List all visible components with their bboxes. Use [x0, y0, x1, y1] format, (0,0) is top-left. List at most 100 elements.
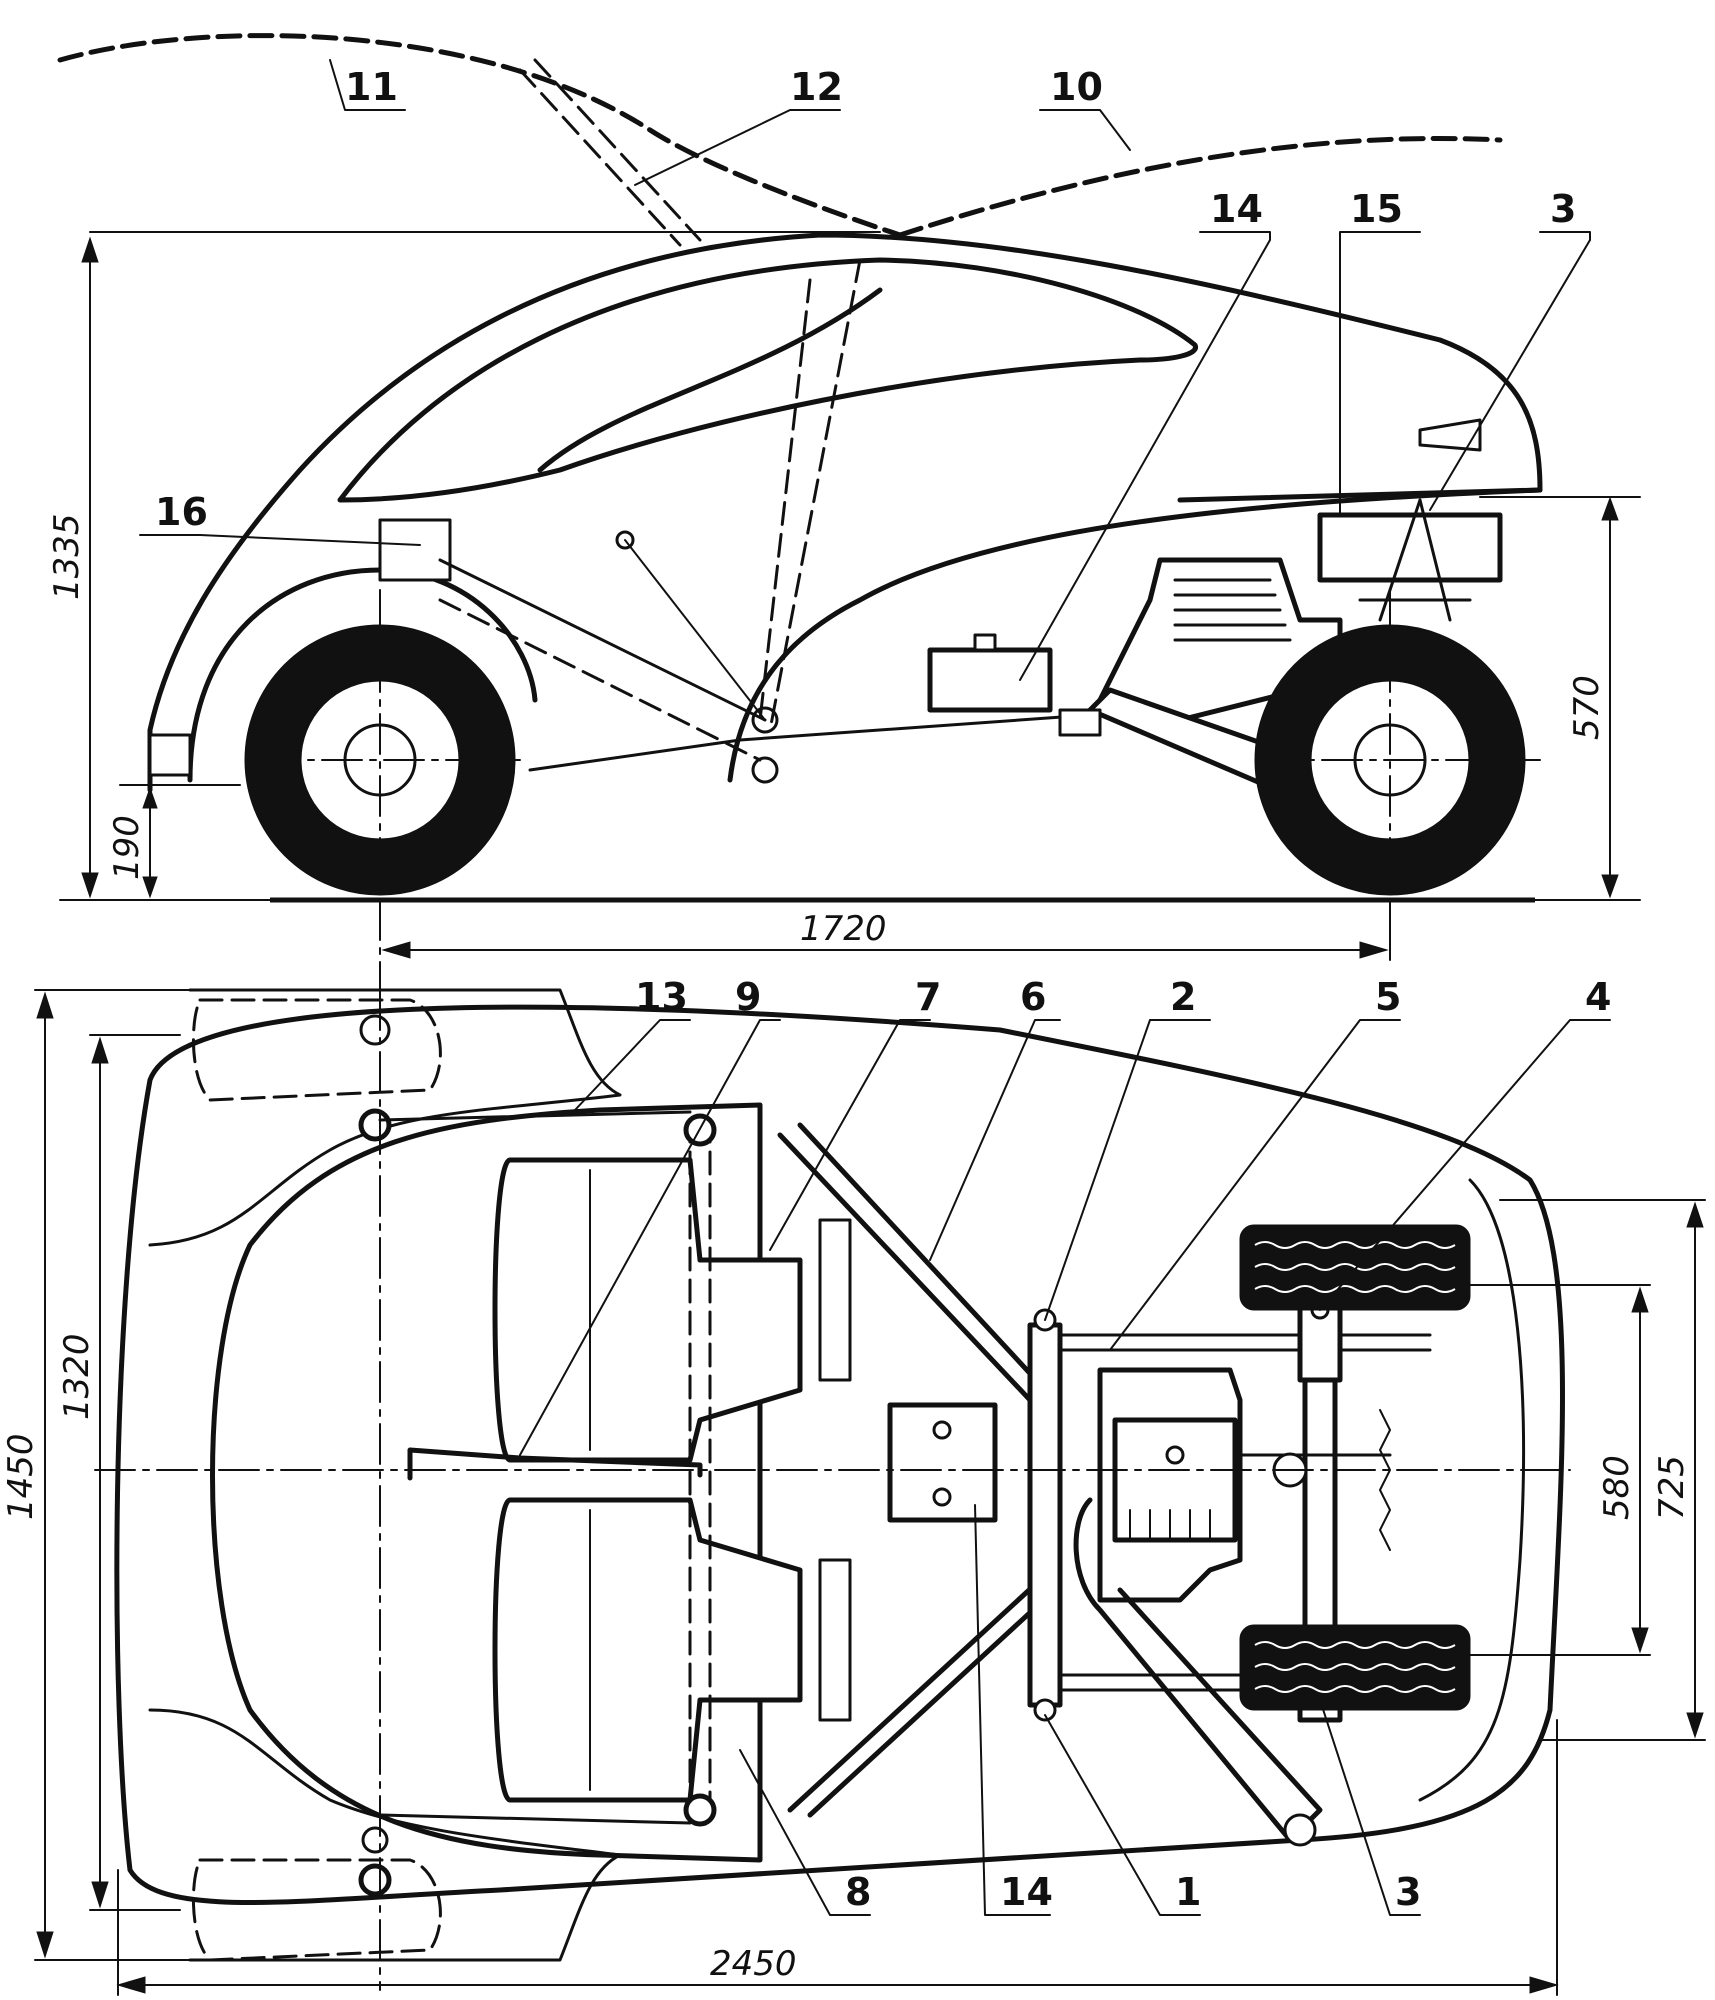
front-steering-bar — [378, 1110, 692, 1122]
leader-11 — [329, 59, 406, 111]
window-outline — [337, 257, 1198, 503]
canopy-support-strut-2 — [518, 68, 682, 247]
hand-lever — [407, 1447, 703, 1481]
label-11: 11 — [345, 65, 398, 109]
label-10: 10 — [1050, 65, 1103, 109]
label-3-top: 3 — [1395, 1870, 1421, 1914]
height-dim-arrow-bottom — [81, 872, 99, 899]
rear-width-arrow-bottom — [1686, 1712, 1704, 1739]
brace-rod — [624, 539, 766, 721]
front-pivot-top-2 — [359, 1014, 391, 1046]
leader-14-top — [974, 1504, 1051, 1916]
clearance-dim-arrow-bottom — [142, 876, 158, 899]
width-overall-arrow-top — [36, 991, 54, 1019]
dim-190: 190 — [107, 815, 147, 880]
label-8: 8 — [845, 1870, 871, 1914]
seat-8-back — [818, 1558, 852, 1722]
frame-tube-upper — [777, 1132, 1033, 1403]
width-body-arrow-top — [91, 1036, 109, 1064]
opened-rear-canopy-outline — [57, 33, 903, 238]
leader-15 — [1339, 231, 1421, 516]
frame-tube-lower — [787, 1577, 1043, 1813]
dim-2450: 2450 — [710, 1944, 797, 1984]
door-line — [537, 287, 883, 473]
leader-1 — [1044, 1714, 1201, 1916]
rear-cross-bar — [1027, 1322, 1063, 1708]
front-pivot-bottom — [358, 1863, 392, 1897]
leader-3-top — [1319, 1699, 1421, 1916]
dim-570: 570 — [1567, 675, 1607, 740]
top-view: 13 9 7 6 2 5 4 8 14 1 3 1450 1320 2450 5… — [1, 975, 1706, 1996]
fuel-tank-cap — [973, 633, 997, 652]
fuel-tank-top — [887, 1402, 998, 1523]
leader-7 — [769, 1019, 931, 1251]
roll-bar-pivot — [751, 706, 779, 734]
fuel-tank-cap-1 — [932, 1420, 952, 1440]
leader-8 — [739, 1749, 871, 1916]
front-suspension-bracket — [378, 518, 452, 582]
frame-tube-lower-2 — [807, 1582, 1063, 1818]
engine-center — [1165, 1445, 1185, 1465]
label-13: 13 — [635, 975, 688, 1019]
front-top-panel — [148, 988, 622, 1247]
label-9: 9 — [735, 975, 761, 1019]
body-belt-line — [727, 487, 1543, 783]
label-7: 7 — [915, 975, 941, 1019]
brace-rod-end — [615, 530, 635, 550]
exhaust-end — [1283, 1813, 1317, 1847]
body-outline — [147, 232, 1543, 793]
leader-3-side — [1429, 231, 1591, 511]
dim-580: 580 — [1597, 1455, 1637, 1520]
front-steering-bar-2 — [378, 1813, 692, 1825]
label-4: 4 — [1585, 975, 1611, 1019]
seat-8 — [492, 1497, 803, 1803]
leader-2 — [1044, 1019, 1211, 1321]
fuel-tank-cap-2 — [932, 1487, 952, 1507]
front-bottom-panel — [148, 1708, 622, 1962]
engine-cylinder-top — [1112, 1417, 1238, 1543]
fuel-tank — [927, 647, 1053, 713]
wheelbase-dim-arrow-left — [381, 941, 411, 959]
seat-7-back — [818, 1218, 852, 1382]
rear-tire-bottom-tread — [1254, 1641, 1456, 1693]
label-14-side: 14 — [1210, 187, 1263, 231]
leader-4 — [1319, 1019, 1611, 1311]
label-14-top: 14 — [1000, 1870, 1053, 1914]
leader-14-side — [1019, 231, 1271, 681]
opened-front-canopy-outline — [897, 136, 1503, 238]
cross-member-pivot-bottom — [683, 1793, 717, 1827]
width-body-arrow-bottom — [91, 1881, 109, 1909]
roll-bar — [768, 258, 862, 732]
seat-mount — [1058, 708, 1102, 737]
cockpit-inner-outline — [210, 1102, 763, 1863]
front-suspension-arm-2 — [438, 598, 762, 762]
width-overall-arrow-bottom — [36, 1931, 54, 1959]
canopy-support-strut — [533, 58, 702, 242]
frame-tube-upper-2 — [797, 1122, 1053, 1398]
battery-box — [1317, 512, 1503, 583]
exhaust-pipe — [1073, 1497, 1323, 1843]
top-body-outline — [114, 1004, 1565, 1905]
label-3-side: 3 — [1550, 187, 1576, 231]
dim-1320: 1320 — [57, 1333, 97, 1420]
wheelbase-dim-arrow-right — [1359, 941, 1389, 959]
rear-tire-top-tread — [1254, 1241, 1456, 1293]
leader-16 — [139, 534, 421, 546]
label-6: 6 — [1020, 975, 1046, 1019]
front-left-mudguard — [192, 998, 442, 1102]
roll-bar-front — [758, 278, 812, 722]
label-12: 12 — [790, 65, 843, 109]
clearance-dim-arrow-top — [142, 786, 158, 809]
leader-13 — [574, 1019, 691, 1111]
rear-width-arrow-top — [1686, 1201, 1704, 1228]
seat-7 — [492, 1157, 803, 1463]
front-pivot-top — [358, 1108, 392, 1142]
label-5: 5 — [1375, 975, 1401, 1019]
dim-1720: 1720 — [800, 909, 887, 949]
rear-chain — [1379, 1409, 1391, 1551]
leader-9 — [519, 1019, 781, 1456]
front-bumper — [148, 733, 192, 777]
front-wheel-arch — [187, 567, 538, 783]
lower-sill — [528, 713, 1092, 772]
